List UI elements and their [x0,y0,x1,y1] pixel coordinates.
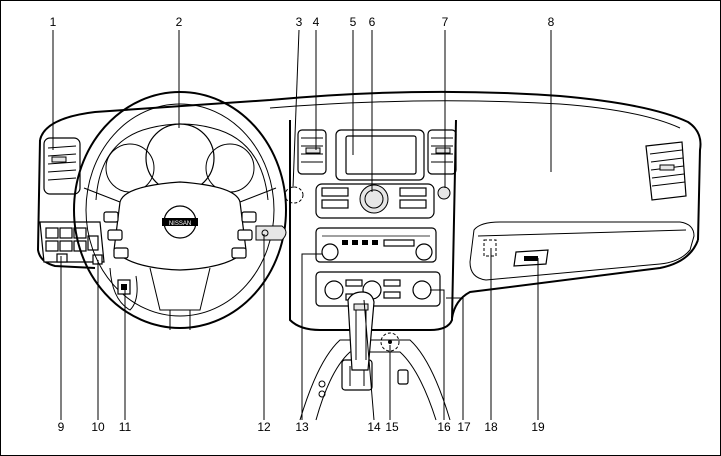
svg-text:NISSAN: NISSAN [169,221,191,227]
callout-15: 15 [385,420,399,434]
callout-1: 1 [50,15,57,29]
callout-13: 13 [295,420,309,434]
right-stalk [256,226,286,240]
center-right-vent [428,130,456,174]
callout-12: 12 [257,420,271,434]
center-display [336,130,424,180]
callout-10: 10 [91,420,105,434]
callout-6: 6 [369,15,376,29]
left-side-vent [44,138,80,194]
left-sensor [285,187,303,203]
glove-box [470,222,694,280]
passenger-sensor [484,240,496,256]
callout-9: 9 [58,420,65,434]
center-left-vent [298,130,326,174]
callout-11: 11 [119,420,132,434]
callout-14: 14 [367,420,381,434]
callout-5: 5 [350,15,357,29]
callout-7: 7 [442,15,449,29]
left-switch-panel [40,222,104,264]
callout-3: 3 [296,15,303,29]
callout-4: 4 [313,15,320,29]
callout-2: 2 [176,15,183,29]
callout-8: 8 [548,15,555,29]
callout-17: 17 [457,420,471,434]
callout-16: 16 [437,420,451,434]
right-side-vent [646,142,686,200]
center-console [300,292,450,420]
right-sensor [438,187,450,199]
callout-19: 19 [531,420,545,434]
callout-18: 18 [484,420,498,434]
